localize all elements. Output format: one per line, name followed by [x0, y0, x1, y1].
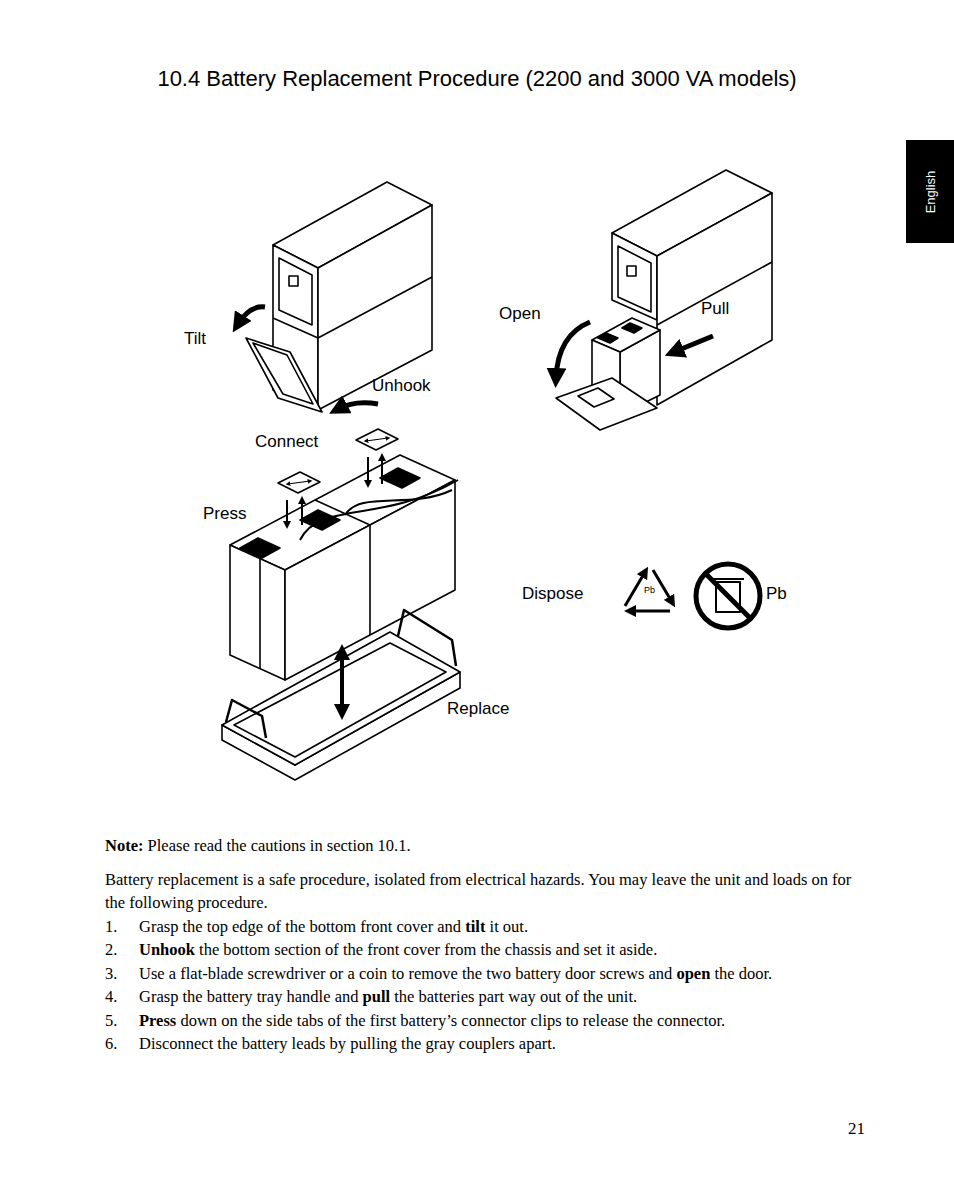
- step-number: 1.: [105, 915, 139, 939]
- step-text: Grasp the top edge of the bottom front c…: [139, 915, 870, 939]
- step-item: 2.Unhook the bottom section of the front…: [105, 938, 870, 962]
- replace-arrow: [340, 652, 344, 712]
- unhook-arrow: [338, 403, 378, 409]
- step-item: 5.Press down on the side tabs of the fir…: [105, 1009, 870, 1033]
- step-item: 4.Grasp the battery tray handle and pull…: [105, 985, 870, 1009]
- keyword: tilt: [465, 917, 485, 936]
- coupler: [356, 429, 398, 450]
- step-label: Pb: [766, 585, 787, 604]
- no-bin-circle: [696, 564, 760, 628]
- keyword: pull: [363, 987, 391, 1006]
- battery-clip: [240, 538, 280, 558]
- step-text: Use a flat-blade screwdriver or a coin t…: [139, 962, 870, 986]
- battery-door: [556, 378, 657, 430]
- battery-front: [230, 545, 285, 680]
- body-text: Please read the cautions in section 10.1…: [148, 836, 411, 855]
- step-item: 1.Grasp the top edge of the bottom front…: [105, 915, 870, 939]
- body-text: Use a flat-blade screwdriver or a coin t…: [139, 964, 672, 983]
- instructions: Note: Please read the cautions in sectio…: [105, 834, 870, 1056]
- language-tab: English: [906, 140, 954, 243]
- ups-button: [289, 276, 298, 286]
- motion-arrow: [301, 500, 303, 525]
- body-text: the batteries part way out of the unit.: [394, 987, 637, 1006]
- step-text: Disconnect the battery leads by pulling …: [139, 1032, 870, 1056]
- tray-inner: [234, 643, 446, 757]
- keyword: open: [676, 964, 710, 983]
- recycle-arrow: [630, 610, 670, 613]
- motion-arrow: [381, 457, 383, 484]
- symbol-text: Pb: [644, 586, 655, 596]
- no-slash: [706, 574, 750, 618]
- step-number: 4.: [105, 985, 139, 1009]
- coupler: [278, 472, 320, 493]
- body-text: the door.: [714, 964, 772, 983]
- ups-button: [627, 266, 636, 276]
- recycle-arrow: [625, 572, 645, 606]
- open-arrow: [556, 322, 590, 378]
- ups-divider: [657, 262, 772, 325]
- step-label: Press: [203, 505, 246, 524]
- battery-clip: [622, 323, 642, 333]
- step-text: Grasp the battery tray handle and pull t…: [139, 985, 870, 1009]
- ups-side: [657, 193, 772, 405]
- body-text: it out.: [490, 917, 529, 936]
- step-label: Tilt: [184, 330, 206, 349]
- battery-cable: [345, 490, 452, 515]
- tray-rim: [222, 632, 460, 765]
- keyword: Note:: [105, 836, 143, 855]
- page-title: 10.4 Battery Replacement Procedure (2200…: [0, 66, 954, 92]
- coupler-arrow: [366, 438, 388, 441]
- ups-front: [612, 233, 657, 320]
- body-text: Battery replacement is a safe procedure,…: [105, 870, 851, 913]
- step-number: 3.: [105, 962, 139, 986]
- body-text: down on the side tabs of the first batte…: [180, 1011, 725, 1030]
- tray-handle: [226, 700, 266, 738]
- paragraph: Note: Please read the cautions in sectio…: [105, 834, 870, 858]
- battery-cable: [300, 480, 458, 540]
- battery-clip: [380, 468, 420, 488]
- pull-arrow: [674, 336, 713, 352]
- body-text: Grasp the battery tray handle and: [139, 987, 358, 1006]
- body-text: Disconnect the battery leads by pulling …: [139, 1034, 556, 1053]
- page-number: 21: [848, 1120, 865, 1139]
- step-number: 6.: [105, 1032, 139, 1056]
- step-item: 6.Disconnect the battery leads by pullin…: [105, 1032, 870, 1056]
- step-label: Connect: [255, 433, 318, 452]
- step-label: Replace: [447, 700, 509, 719]
- body-text: Grasp the top edge of the bottom front c…: [139, 917, 461, 936]
- step-text: Unhook the bottom section of the front c…: [139, 938, 870, 962]
- step-label: Unhook: [372, 377, 431, 396]
- ups-panel: [618, 246, 651, 312]
- tray-handle: [398, 610, 456, 666]
- motion-arrow: [367, 457, 369, 484]
- battery-clip: [598, 333, 618, 343]
- keyword: Unhook: [139, 940, 195, 959]
- keyword: Press: [139, 1011, 176, 1030]
- tilt-arrow: [238, 307, 265, 324]
- ups-divider: [318, 277, 432, 338]
- step-text: Press down on the side tabs of the first…: [139, 1009, 870, 1033]
- battery-edge: [259, 558, 261, 668]
- step-label: Pull: [701, 300, 729, 319]
- step-number: 5.: [105, 1009, 139, 1033]
- step-number: 2.: [105, 938, 139, 962]
- step-label: Open: [499, 305, 541, 324]
- front-cover-inner: [253, 343, 313, 404]
- ups-side: [318, 205, 432, 410]
- step-item: 3.Use a flat-blade screwdriver or a coin…: [105, 962, 870, 986]
- front-cover: [246, 338, 322, 412]
- paragraph: Battery replacement is a safe procedure,…: [105, 868, 870, 915]
- tab-text: English: [923, 170, 938, 213]
- coupler-arrow: [288, 481, 310, 484]
- bin-lid: [712, 578, 744, 580]
- motion-arrow: [286, 500, 288, 525]
- ups-panel: [279, 258, 312, 325]
- body-text: the bottom section of the front cover fr…: [199, 940, 657, 959]
- door-handle: [578, 388, 614, 407]
- recycle-arrow: [653, 570, 672, 602]
- step-label: Dispose: [522, 585, 583, 604]
